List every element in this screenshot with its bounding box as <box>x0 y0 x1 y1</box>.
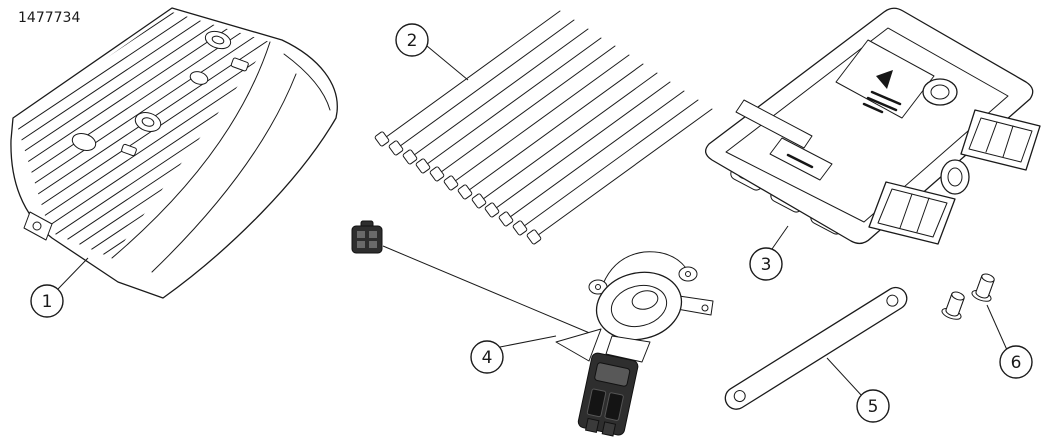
callout-5-leader <box>826 357 863 397</box>
warning-text-block <box>862 90 902 114</box>
cable-tie <box>401 28 589 166</box>
mounting-boss <box>204 30 232 50</box>
callout-2-leader <box>426 45 469 81</box>
ecm-round-port <box>922 78 958 106</box>
callout-6: 6 <box>999 345 1033 379</box>
rivet <box>940 288 970 323</box>
ecm-rib <box>735 99 813 149</box>
mounting-boss <box>71 133 97 151</box>
sensor-ear <box>678 266 698 282</box>
callout-1-circle <box>30 284 64 318</box>
callout-6-number: 6 <box>1011 353 1022 373</box>
part-1-finned-module-cover <box>10 7 338 299</box>
strap-hole <box>733 390 746 403</box>
vent-slot <box>230 57 249 72</box>
callout-3-leader <box>771 225 789 250</box>
callout-5: 5 <box>856 389 890 423</box>
side-tab <box>23 211 53 241</box>
tag-flag <box>555 328 602 362</box>
part-4-connector-and-sensor-assembly <box>351 220 714 437</box>
callout-6-circle <box>999 345 1033 379</box>
harness-connector <box>351 220 383 254</box>
rivet <box>970 270 1000 305</box>
ecm-small-label <box>769 137 833 181</box>
sensor-neck <box>605 335 651 363</box>
ecm-connector-upper <box>960 109 1041 171</box>
warning-triangle-icon <box>876 70 893 89</box>
sensor-body <box>595 271 683 341</box>
part-6-rivet-fasteners <box>940 270 1000 323</box>
callout-3-number: 3 <box>761 255 772 275</box>
callout-4-leader <box>499 335 557 348</box>
callout-4: 4 <box>470 340 504 374</box>
ecm-body <box>705 7 1034 245</box>
sensor-arm <box>676 295 714 316</box>
callout-1: 1 <box>30 284 64 318</box>
callout-5-number: 5 <box>868 397 879 417</box>
part-5-mounting-strap <box>724 286 908 410</box>
callout-3-circle <box>749 247 783 281</box>
harness-line <box>382 245 593 335</box>
sensor-connector <box>577 352 639 437</box>
cable-tie <box>497 90 685 228</box>
callout-1-number: 1 <box>42 292 53 312</box>
callout-2-number: 2 <box>407 31 418 51</box>
ecm-connector-lower <box>868 181 956 245</box>
callout-6-leader <box>986 304 1008 351</box>
callout-5-circle <box>856 389 890 423</box>
callout-1-leader <box>57 257 89 290</box>
callout-3: 3 <box>749 247 783 281</box>
callout-2-circle <box>395 23 429 57</box>
cover-wedge-seam <box>111 41 271 259</box>
strap-hole <box>886 294 899 307</box>
cable-tie <box>511 99 699 237</box>
part-number: 1477734 <box>18 10 80 26</box>
part-3-electronic-control-module <box>705 7 1041 245</box>
mounting-boss <box>134 112 162 132</box>
vent-slot <box>121 143 137 157</box>
mounting-boss <box>189 71 209 85</box>
cable-tie <box>414 37 602 175</box>
ecm-port-cylinder <box>940 159 970 195</box>
callout-4-circle <box>470 340 504 374</box>
cable-tie <box>525 108 713 246</box>
callout-4-number: 4 <box>482 348 493 368</box>
bail-wire <box>602 251 687 285</box>
callout-2: 2 <box>395 23 429 57</box>
